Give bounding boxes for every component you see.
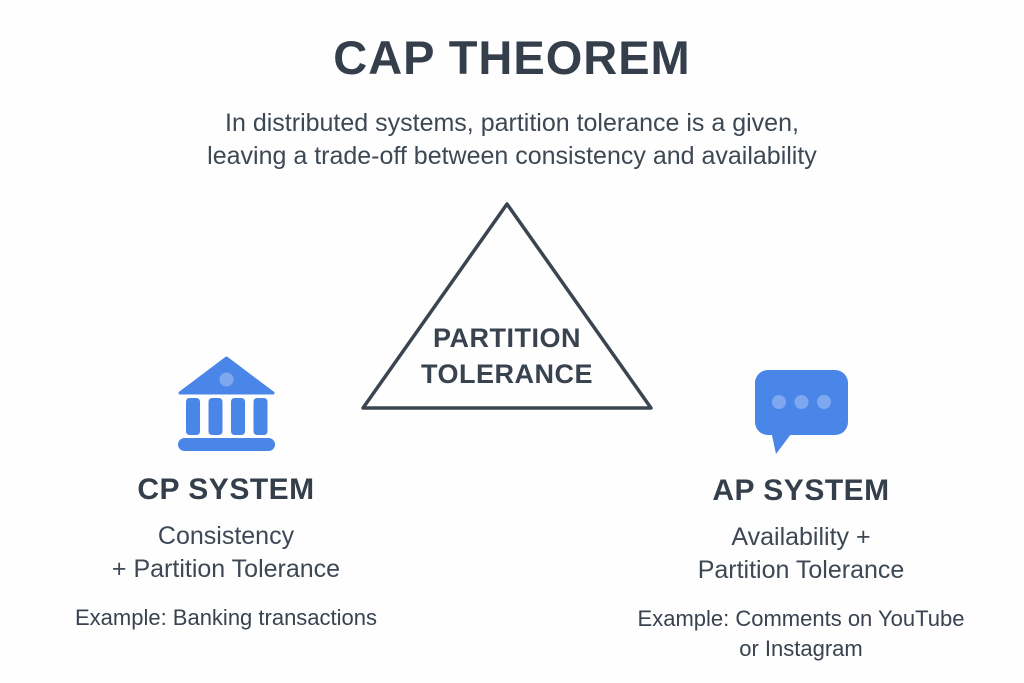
cp-system-example: Example: Banking transactions [74, 605, 378, 630]
triangle-label: PARTITION TOLERANCE [357, 320, 657, 392]
subtitle-line-2: leaving a trade-off between consistency … [207, 142, 817, 170]
ap-system-description: Availability + Partition Tolerance [698, 521, 905, 587]
ap-system-heading: AP SYSTEM [712, 474, 890, 507]
page-title: CAP THEOREM [333, 31, 691, 84]
ap-system-description-line-2: Partition Tolerance [697, 556, 905, 584]
ap-system-example-line-2: or Instagram [739, 636, 863, 661]
ap-system-description-line-1: Availability + [731, 523, 871, 551]
chat-bubble-icon [754, 370, 848, 454]
triangle-outline-icon [361, 202, 653, 410]
partition-tolerance-triangle [357, 198, 657, 414]
cp-system-heading: CP SYSTEM [137, 473, 315, 506]
triangle-label-line-2: TOLERANCE [420, 359, 593, 389]
bank-icon [177, 356, 275, 451]
subtitle: In distributed systems, partition tolera… [0, 107, 1024, 173]
subtitle-line-1: In distributed systems, partition tolera… [225, 109, 799, 137]
cp-system-section: CP SYSTEM Consistency + Partition Tolera… [26, 356, 426, 633]
ap-system-example: Example: Comments on YouTube or Instagra… [638, 604, 965, 664]
ap-system-section: AP SYSTEM Availability + Partition Toler… [601, 370, 1001, 664]
cp-system-description-line-1: Consistency [157, 522, 295, 550]
cp-system-description: Consistency + Partition Tolerance [112, 520, 340, 586]
cp-system-description-line-2: + Partition Tolerance [111, 555, 341, 583]
ap-system-example-line-1: Example: Comments on YouTube [637, 606, 965, 631]
triangle-label-line-1: PARTITION [433, 323, 581, 353]
